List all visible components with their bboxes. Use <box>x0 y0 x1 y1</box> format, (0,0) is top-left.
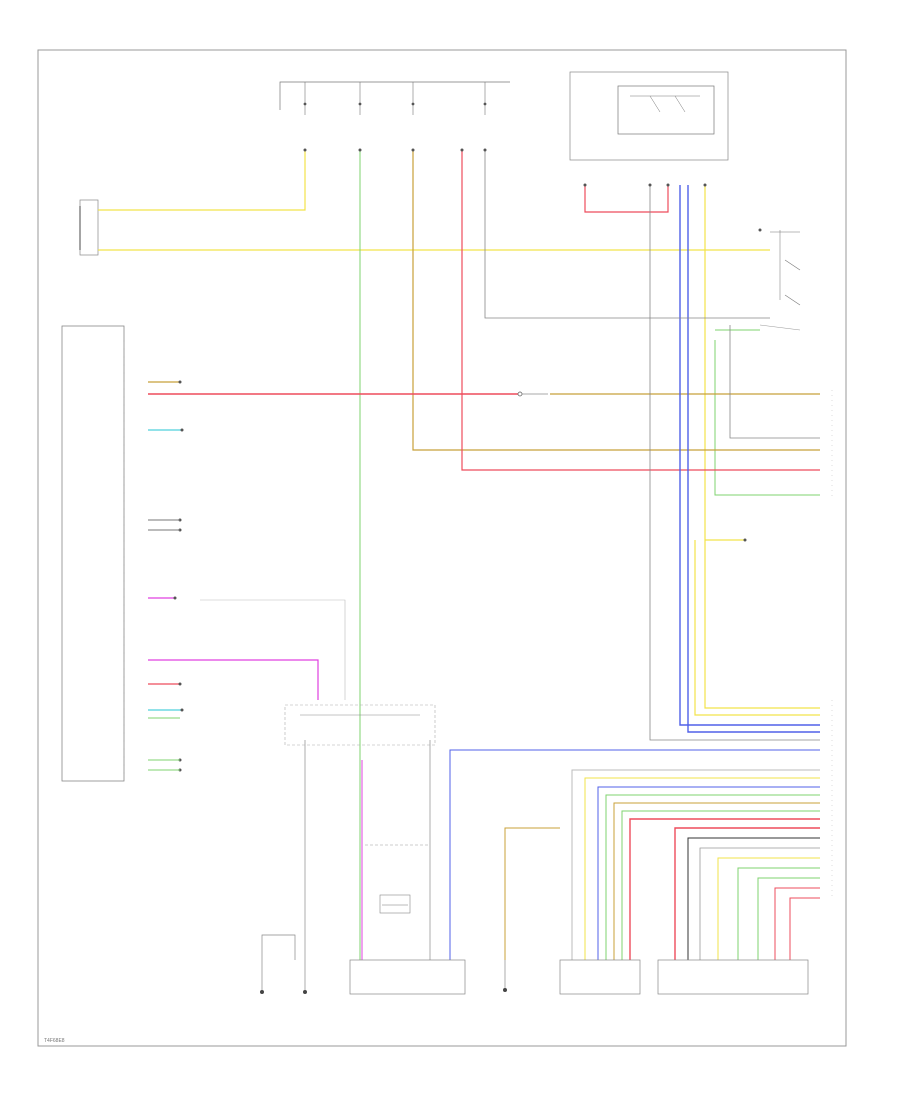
bottom-connector-4 <box>657 959 809 995</box>
bottom-connector-3 <box>559 959 641 995</box>
wire-gray-5 <box>759 324 801 331</box>
sensor-small <box>379 894 411 914</box>
wire-green-2 <box>714 340 820 496</box>
wire-blue-1 <box>679 185 820 726</box>
fuse-1 <box>303 82 307 115</box>
bottom-connector-1 <box>349 959 466 995</box>
right-switch <box>770 230 801 306</box>
bottom-ground-left <box>260 934 307 994</box>
fuse-4 <box>483 82 487 115</box>
wire-red-2 <box>461 150 820 471</box>
fuse-block-top <box>279 81 510 115</box>
ecu-connector-block <box>61 325 125 782</box>
fuse-3 <box>411 82 415 115</box>
wire-yellow-6 <box>504 827 560 960</box>
fuse-2 <box>358 82 362 115</box>
wire-blue-2 <box>687 185 820 733</box>
diagram-code: T4F68E8 <box>44 1038 65 1044</box>
wire-yellow-3 <box>704 185 820 709</box>
junction-connector-mid <box>284 704 436 746</box>
bottom-sensor-2 <box>503 960 507 992</box>
wire-magenta-2 <box>148 659 319 700</box>
wire-red-3 <box>584 185 669 213</box>
diagram-frame <box>37 49 847 1047</box>
terminal-dots <box>173 148 762 772</box>
wire-gray-3 <box>729 325 820 439</box>
wire-gray-1 <box>484 150 770 319</box>
inline-relay <box>517 391 548 397</box>
wire-yellow-4 <box>694 540 820 716</box>
ecu-stubs <box>148 519 180 771</box>
wire-bundle-right <box>571 769 820 960</box>
ignition-switch-block <box>569 71 729 161</box>
wire-blue-3 <box>449 749 820 960</box>
wire-yellow-1 <box>98 150 306 211</box>
wire-gray-4 <box>200 599 346 700</box>
wire-gray-2 <box>649 185 820 741</box>
wire-orange-1 <box>412 150 820 451</box>
left-connector-small <box>79 199 99 256</box>
